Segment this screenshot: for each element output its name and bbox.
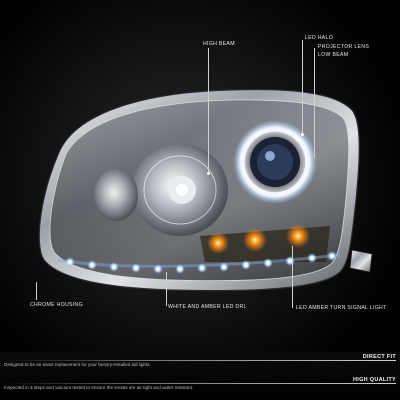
feature-rule [4,383,396,384]
high-beam-dot [207,172,210,175]
turn-signal-label: LED AMBER TURN SIGNAL LIGHT [296,305,387,311]
feature-direct-fit: DIRECT FIT Designed to be an exact repla… [4,354,396,376]
led-halo-label: LED HALO [305,35,334,41]
feature-rule [4,360,396,361]
feature-description: Designed to be an exact replacement for … [4,362,151,367]
turn-signal-pointer [292,246,293,308]
high-beam-reflector [132,144,228,236]
high-beam-label: HIGH BEAM [203,41,235,47]
chrome-housing-label: CHROME HOUSING [30,302,83,308]
led-halo-dot [301,133,304,136]
low-beam-label: LOW BEAM [318,52,349,58]
projector-with-halo [233,120,317,204]
projector-lens-label: PROJECTOR LENS [318,44,370,50]
led-drl-strip [65,251,337,274]
feature-title: HIGH QUALITY [352,377,396,383]
led-halo-pointer [302,40,303,135]
drl-pointer [166,272,167,306]
feature-high-quality: HIGH QUALITY Inspected in 3 steps and va… [4,377,396,399]
projector-pointer [314,48,315,158]
chrome-housing-pointer [36,282,37,300]
feature-title: DIRECT FIT [362,354,396,360]
feature-description: Inspected in 3 steps and vacuum tested t… [4,385,194,390]
drl-label: WHITE AND AMBER LED DRL [168,304,247,310]
high-beam-pointer [208,48,209,174]
features-panel: DIRECT FIT Designed to be an exact repla… [0,352,400,400]
